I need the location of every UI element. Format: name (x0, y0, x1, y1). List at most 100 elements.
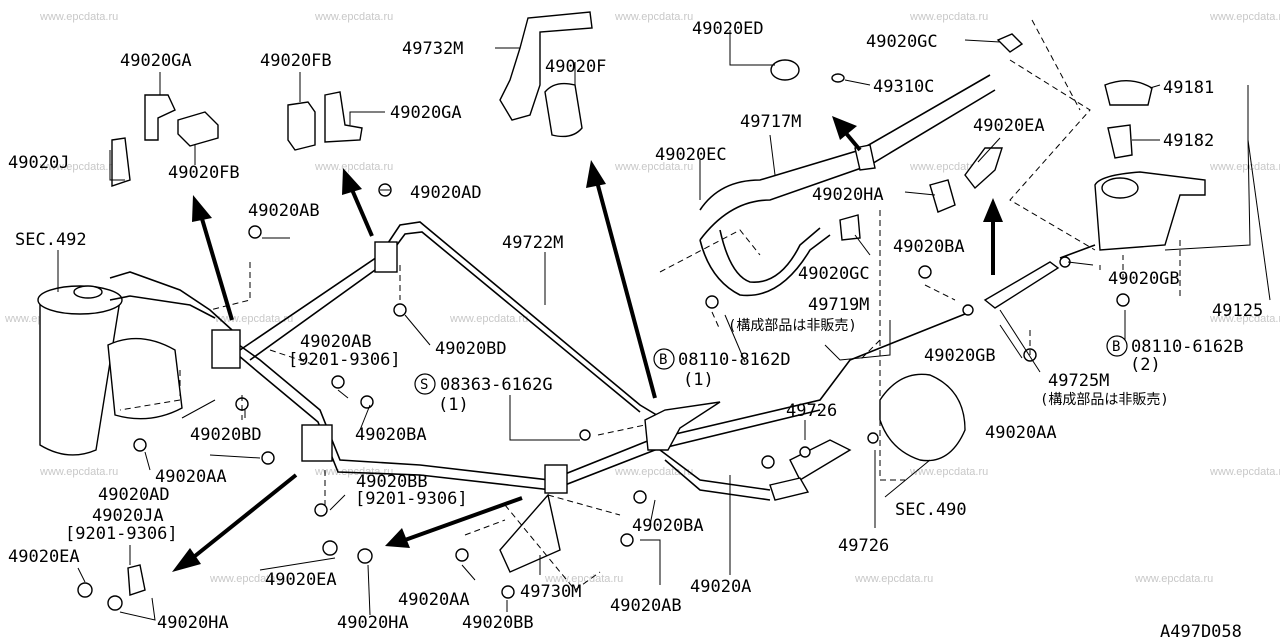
leader-lines (77, 30, 1271, 621)
part-label: 49020EA (973, 116, 1045, 136)
pipe-clamp (644, 401, 721, 451)
part-label: 49020EA (8, 547, 80, 567)
washer-49310C (831, 73, 845, 83)
hose-clamp (839, 214, 861, 241)
direction-arrows (172, 116, 1003, 572)
hose-clamp (854, 144, 876, 171)
part-label: 49020FB (260, 51, 332, 71)
watermark: www.epcdata.ru (614, 466, 693, 478)
part-label: 49182 (1163, 131, 1214, 151)
part-label: 49020AD (98, 485, 170, 505)
part-label: 49020AA (985, 423, 1057, 443)
part-label: 49020BD (190, 425, 262, 445)
part-label: 49020BB (462, 613, 534, 633)
reservoir-neck (1101, 177, 1139, 199)
watermark: www.epcdata.ru (909, 11, 988, 23)
part-label: 49020BA (355, 425, 427, 445)
watermark: www.epcdata.ru (39, 161, 118, 173)
pipe-49725M (983, 261, 1060, 309)
pipe (659, 449, 771, 491)
pump (879, 373, 966, 462)
pipe (109, 295, 216, 319)
cushion-49020F (544, 82, 583, 138)
watermark: www.epcdata.ru (214, 313, 293, 325)
union (769, 477, 810, 501)
part-label: 49730M (520, 582, 581, 602)
part-label: SEC.490 (895, 500, 967, 520)
part-label: 49725M (1048, 371, 1109, 391)
part-label: 49020HA (337, 613, 409, 633)
clamp-49020GC (996, 33, 1024, 53)
fasteners (77, 183, 1130, 611)
watermark: www.epcdata.ru (209, 573, 288, 585)
part-label: 49020GC (866, 32, 938, 52)
circled-letter (653, 348, 675, 370)
grommet-49020FB (287, 101, 316, 151)
pipe-clamp (374, 241, 398, 273)
watermark: www.epcdata.ru (909, 466, 988, 478)
part-label: 49020BA (893, 237, 965, 257)
part-label: 49020GA (390, 103, 462, 123)
circled-letter-text: S (420, 377, 428, 393)
part-label: 49020ED (692, 19, 764, 39)
watermark: www.epcdata.ru (314, 11, 393, 23)
part-label: 49020HA (157, 613, 229, 633)
hose (699, 234, 831, 297)
part-label: 49020EA (265, 570, 337, 590)
part-label: 49020F (545, 57, 606, 77)
circled-letter (1106, 335, 1128, 357)
part-label: 49020GB (924, 346, 996, 366)
hose (719, 227, 821, 283)
part-label: 49020AD (410, 183, 482, 203)
grommet-49020HA (929, 179, 956, 213)
diagram-code: A497D058 (1160, 622, 1242, 640)
watermark: www.epcdata.ru (614, 11, 693, 23)
watermark: www.epcdata.ru (314, 161, 393, 173)
watermark: www.epcdata.ru (1209, 466, 1280, 478)
part-label: 49020JA (92, 506, 164, 526)
part-label: 49719M (808, 295, 869, 315)
part-label: 49020BA (632, 516, 704, 536)
part-label: 49020AA (398, 590, 470, 610)
pipe (1059, 244, 1096, 259)
bracket-49020J (111, 137, 131, 187)
pipe-clamp (211, 329, 241, 369)
part-label: 49020FB (168, 163, 240, 183)
range-label: [9201-9306] (288, 350, 401, 370)
circled-letter-text: B (659, 352, 667, 368)
part-label: 08363-6162G (440, 375, 553, 395)
watermark: www.epcdata.ru (1134, 573, 1213, 585)
quantity-label: (1) (438, 395, 469, 415)
pipe (231, 349, 821, 491)
circled-letter (414, 373, 436, 395)
part-label: 49020EC (655, 145, 727, 165)
part-label: 49717M (740, 112, 801, 132)
watermark: www.epcdata.ru (1209, 161, 1280, 173)
watermark: www.epcdata.ru (39, 11, 118, 23)
part-label: 08110-8162D (678, 350, 791, 370)
pipe (239, 221, 666, 421)
dashed-lines (119, 19, 1181, 591)
part-label: 49020BD (435, 339, 507, 359)
hose (699, 74, 991, 211)
part-label: 49732M (402, 39, 463, 59)
part-label: 49181 (1163, 78, 1214, 98)
pump-pipe (789, 439, 852, 481)
pipe-clamp (544, 464, 568, 494)
reservoir-cylinder (37, 250, 183, 456)
watermark: www.epcdata.ru (1209, 313, 1280, 325)
part-label: 49125 (1212, 301, 1263, 321)
part-label: 49020GC (798, 264, 870, 284)
part-label: SEC.492 (15, 230, 87, 250)
pipe (249, 231, 641, 413)
watermark: www.epcdata.ru (39, 466, 118, 478)
cap-49181 (1104, 80, 1153, 106)
bracket-49020GA (144, 94, 176, 141)
watermark: www.epcdata.ru (1209, 11, 1280, 23)
hose (699, 89, 996, 241)
part-label: 49020BB (356, 472, 428, 492)
part-label: 49020AA (155, 467, 227, 487)
watermark: www.epcdata.ru (614, 161, 693, 173)
note-label: (構成部品は非販売) (728, 318, 857, 334)
